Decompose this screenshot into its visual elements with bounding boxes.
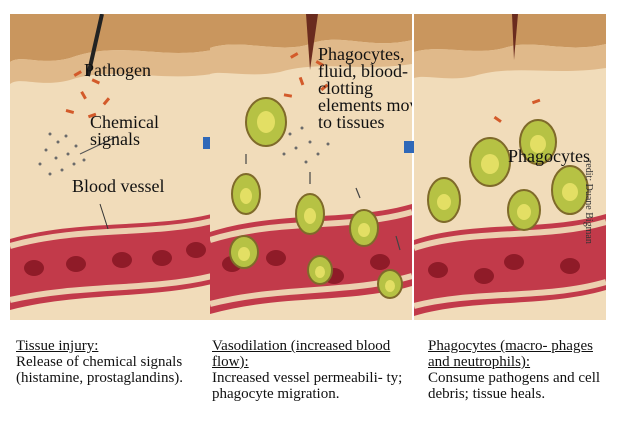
- caption-body: Consume pathogens and cell debris; tissu…: [428, 370, 616, 402]
- caption-body: Release of chemical signals (histamine, …: [16, 354, 221, 386]
- label-blood-vessel: Blood vessel: [72, 178, 165, 195]
- label-pathogen: Pathogen: [84, 62, 151, 79]
- caption-heading: Tissue injury:: [16, 338, 221, 354]
- caption-phagocytes: Phagocytes (macro- phages and neutrophil…: [428, 338, 616, 402]
- label-phagocytes-move: Phagocytes, fluid, blood- clotting eleme…: [318, 46, 412, 131]
- photo-credit: redit: Duane Bigman: [583, 160, 594, 244]
- caption-heading: Phagocytes (macro- phages and neutrophil…: [428, 338, 616, 370]
- label-chemical-signals: Chemical signals: [90, 114, 200, 148]
- panel-phagocytes: Phagocytes: [414, 14, 606, 320]
- label-phagocytes: Phagocytes: [508, 148, 590, 165]
- caption-body: Increased vessel permeabili- ty; phagocy…: [212, 370, 417, 402]
- panel-tissue-injury: Pathogen Chemical signals Blood vessel: [10, 14, 212, 320]
- caption-vasodilation: Vasodilation (increased blood flow): Inc…: [212, 338, 417, 402]
- caption-tissue-injury: Tissue injury: Release of chemical signa…: [16, 338, 221, 386]
- panel-vasodilation: Phagocytes, fluid, blood- clotting eleme…: [210, 14, 412, 320]
- panel-phagocytes-art: [414, 14, 606, 320]
- caption-heading: Vasodilation (increased blood flow):: [212, 338, 417, 370]
